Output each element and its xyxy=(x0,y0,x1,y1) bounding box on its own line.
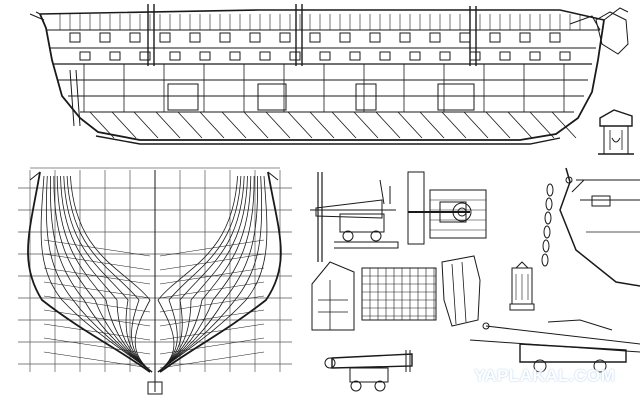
cannon-tackle-detail xyxy=(469,319,640,373)
knee-detail xyxy=(311,261,355,331)
grating-detail xyxy=(361,267,437,321)
hull-profile xyxy=(29,4,629,145)
gun-carriage-plan xyxy=(407,171,487,245)
cannon-detail xyxy=(324,350,413,392)
watermark-text: YAPLAKAL.COM xyxy=(474,366,616,385)
body-plan xyxy=(18,167,292,395)
bow-section-detail xyxy=(541,167,640,287)
companion-detail xyxy=(441,255,481,327)
gun-carriage-profile xyxy=(310,172,399,262)
lantern xyxy=(509,261,535,311)
belfry-detail xyxy=(598,109,634,155)
